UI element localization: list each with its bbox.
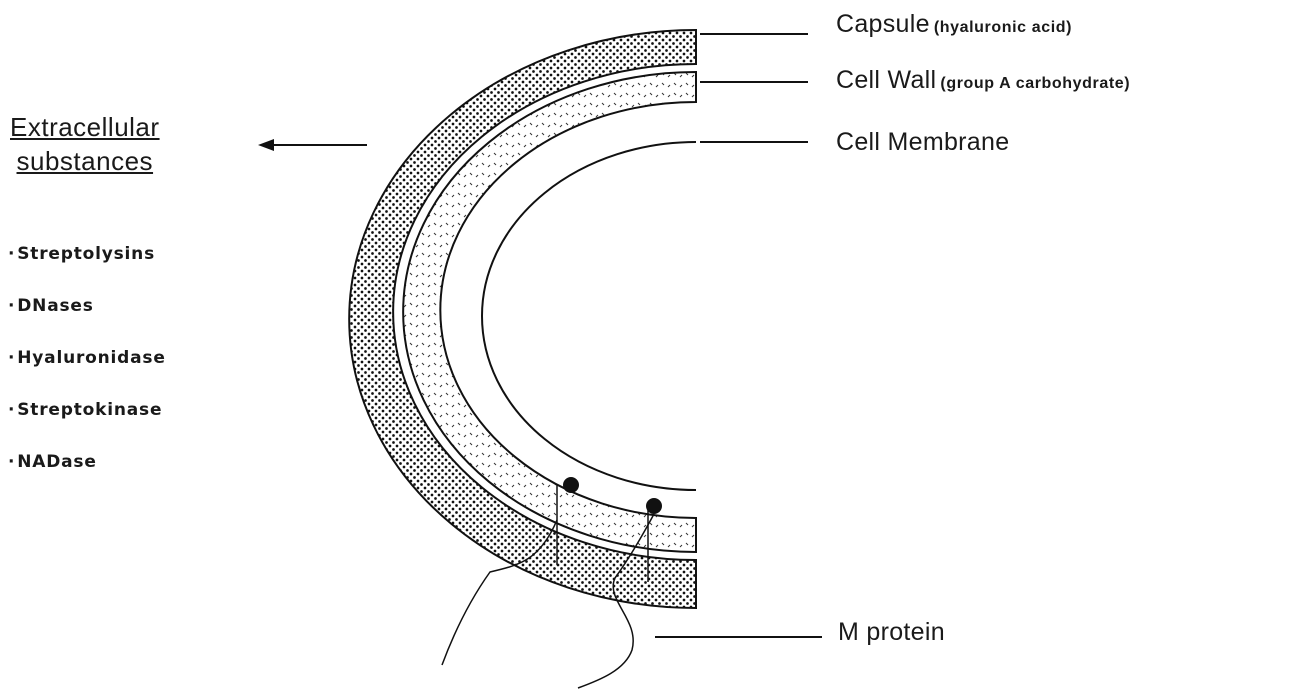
extracellular-substance-list: Streptolysins DNases Hyaluronidase Strep… [8, 244, 166, 504]
substance-item: Hyaluronidase [8, 348, 166, 400]
substance-item: NADase [8, 452, 166, 504]
extracellular-heading-line1: Extracellular [10, 110, 160, 144]
substance-item: Streptolysins [8, 244, 166, 296]
cell-membrane-layer [482, 142, 696, 490]
cell-wall-label-sub: (group A carbohydrate) [940, 75, 1130, 92]
cell-membrane-label: Cell Membrane [836, 128, 1009, 157]
m-protein-anchor-1 [563, 477, 579, 493]
extracellular-arrowhead-icon [258, 139, 274, 151]
m-protein-label: M protein [838, 618, 945, 647]
cell-wall-label: Cell Wall(group A carbohydrate) [836, 66, 1130, 95]
m-protein-anchor-2 [646, 498, 662, 514]
capsule-label-main: Capsule [836, 10, 930, 38]
extracellular-heading-line2: substances [10, 144, 160, 178]
substance-item: Streptokinase [8, 400, 166, 452]
extracellular-heading: Extracellular substances [10, 110, 160, 178]
capsule-label: Capsule(hyaluronic acid) [836, 10, 1072, 39]
cell-membrane-label-main: Cell Membrane [836, 128, 1009, 156]
substance-item: DNases [8, 296, 166, 348]
capsule-label-sub: (hyaluronic acid) [934, 19, 1072, 36]
cell-wall-label-main: Cell Wall [836, 66, 936, 94]
m-protein-label-main: M protein [838, 618, 945, 646]
